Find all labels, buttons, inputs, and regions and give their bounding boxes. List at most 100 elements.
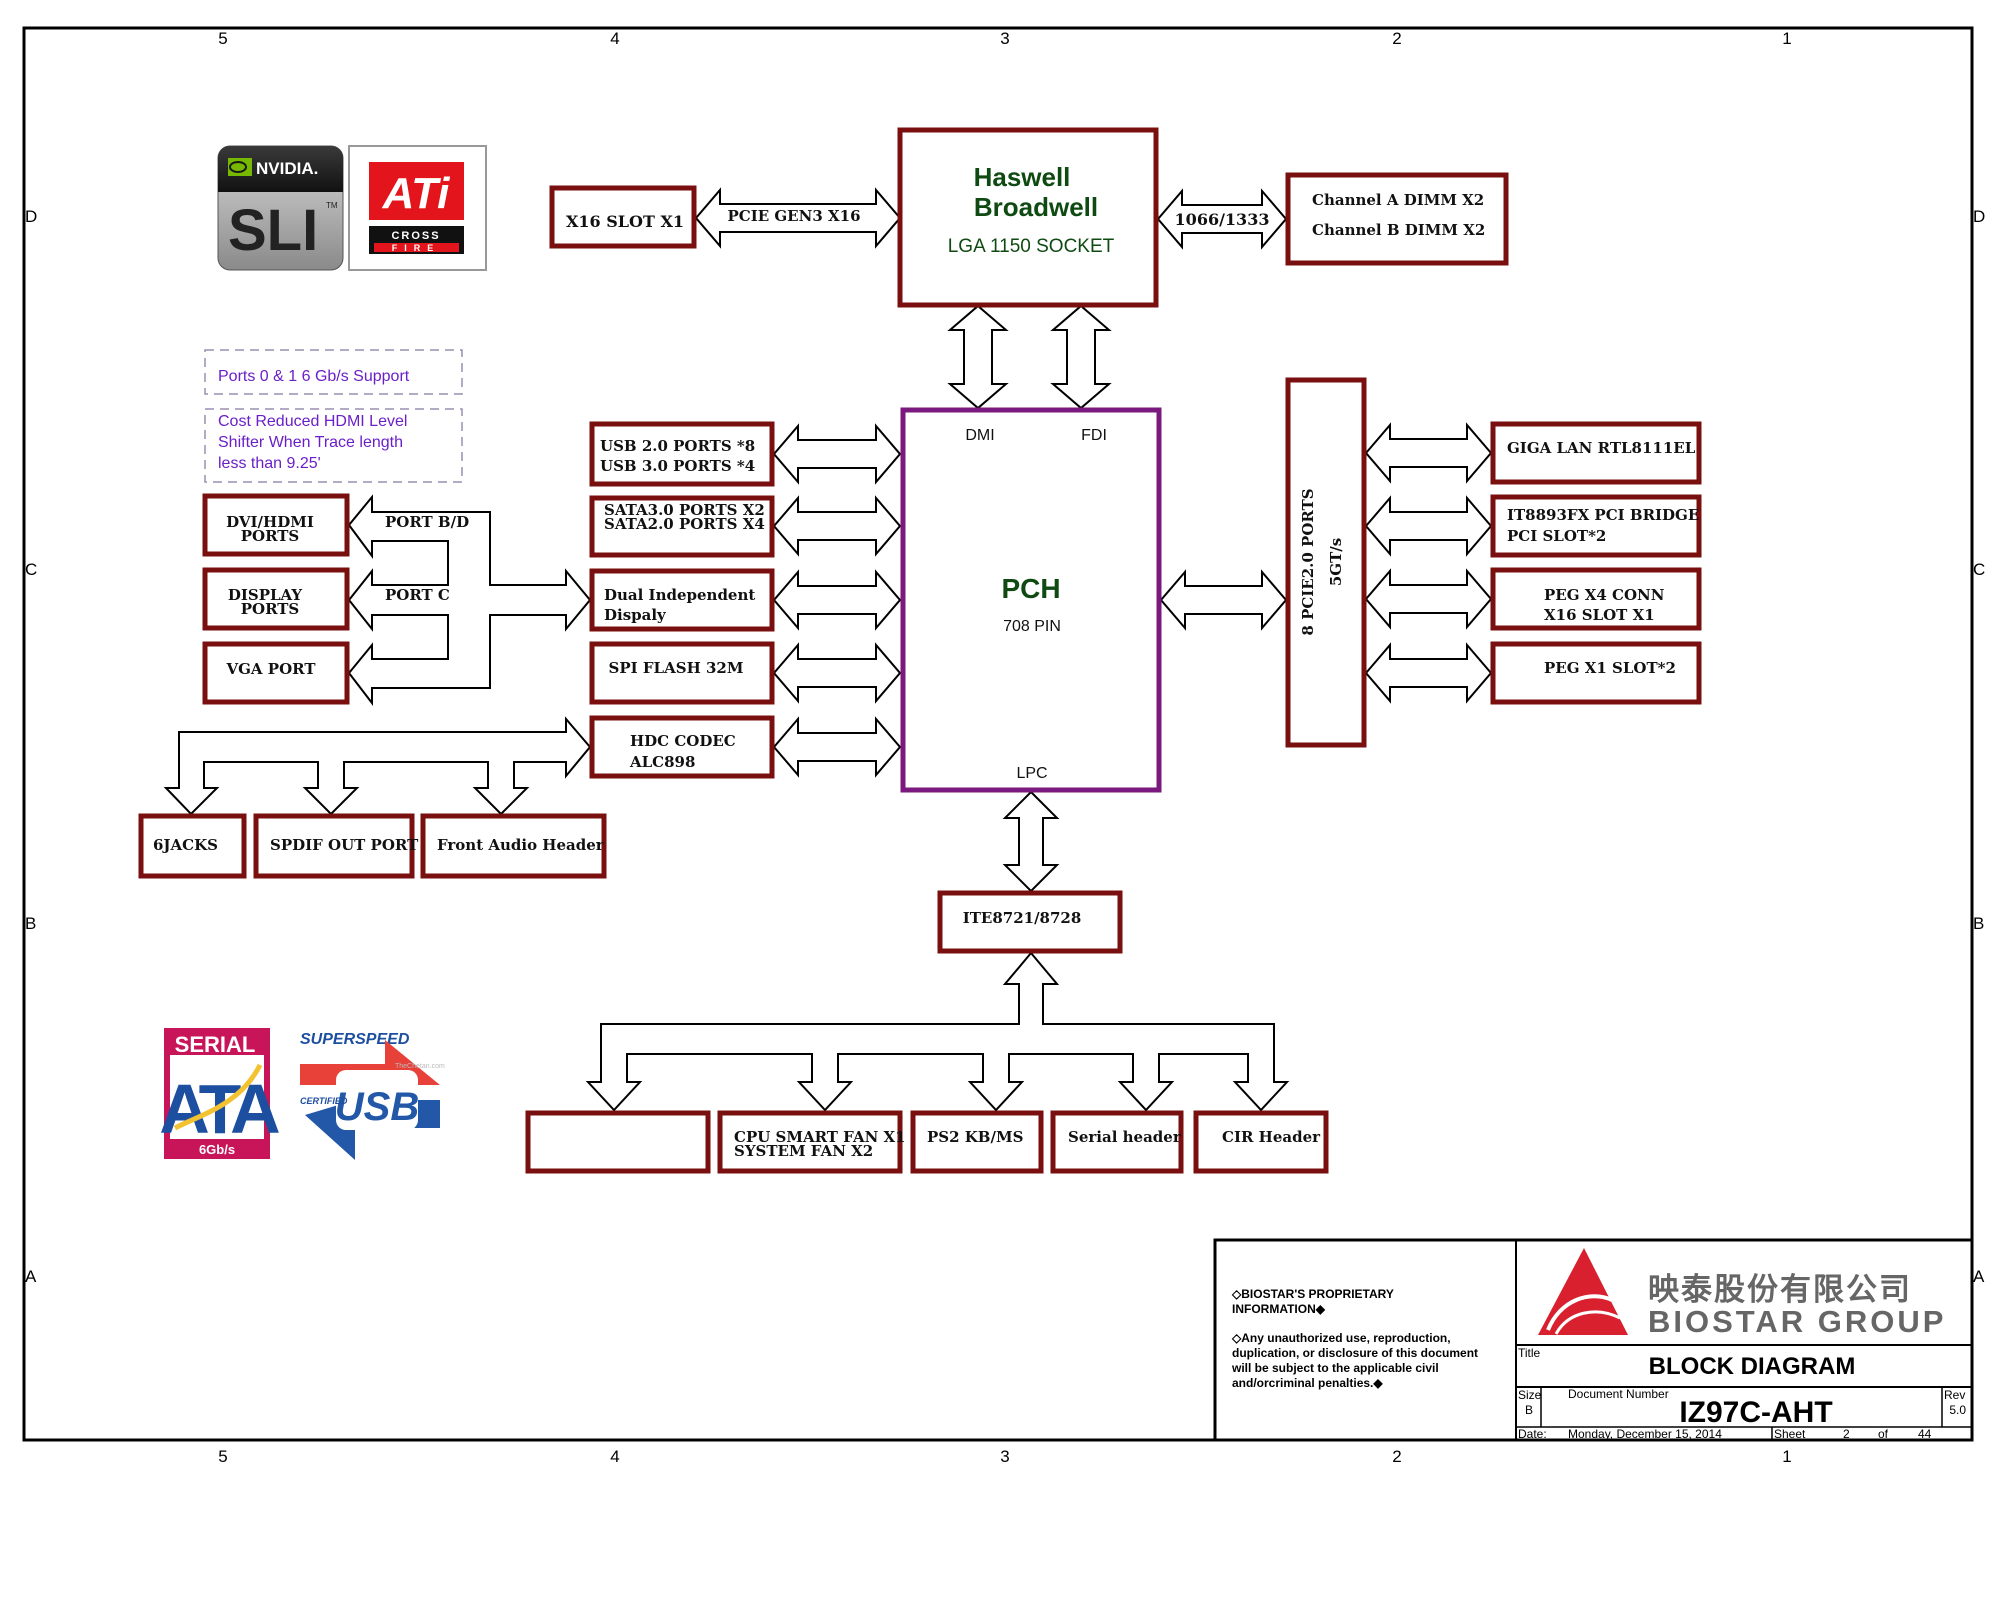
- x16-slot-block[interactable]: X16 SLOT X1: [549, 185, 697, 249]
- pch-fdi-label: FDI: [1081, 427, 1107, 444]
- ruler-col-2: 2: [1392, 29, 1401, 48]
- sata-speed-text: 6Gb/s: [199, 1142, 235, 1157]
- block-line: ALC898: [629, 753, 695, 771]
- ruler-row-b: B: [1973, 914, 1984, 933]
- x16-slot-label: X16 SLOT X1: [566, 212, 684, 231]
- pcie-device-link-arrow: [1364, 642, 1493, 704]
- cpu-block[interactable]: Haswell Broadwell LGA 1150 SOCKET: [897, 127, 1159, 308]
- pcie-device-link-arrow: [1364, 495, 1493, 557]
- port-c-label: PORT C: [385, 586, 450, 604]
- block-line: SPI FLASH 32M: [609, 659, 744, 677]
- ruler-row-a: A: [1973, 1267, 1985, 1286]
- spdif-out-block[interactable]: SPDIF OUT PORT: [253, 813, 419, 879]
- serial-header-block[interactable]: Serial header: [1050, 1110, 1184, 1174]
- crossfire-line2: FIRE: [392, 243, 441, 253]
- block-line: PCI SLOT*2: [1507, 527, 1606, 545]
- usb-ports-block[interactable]: USB 2.0 PORTS *8 USB 3.0 PORTS *4: [589, 421, 775, 487]
- ruler-col-5: 5: [218, 1447, 227, 1466]
- block-line: CIR Header: [1222, 1128, 1321, 1146]
- ruler-col-1: 1: [1782, 29, 1791, 48]
- block-line: DVI/HDMI: [226, 513, 314, 531]
- title-block: ◇BIOSTAR'S PROPRIETARY INFORMATION◆ ◇Any…: [1213, 1238, 1974, 1442]
- block-line: HDC CODEC: [630, 732, 736, 750]
- nvidia-eye-icon: [228, 158, 252, 176]
- block-line: Serial header: [1068, 1128, 1182, 1146]
- hd-codec-block[interactable]: HDC CODEC ALC898: [589, 715, 775, 779]
- block-line: PEG X1 SLOT*2: [1544, 659, 1676, 677]
- block-line: SATA2.0 PORTS X4: [604, 515, 765, 533]
- peg-x4-block[interactable]: PEG X4 CONN X16 SLOT X1: [1490, 567, 1702, 631]
- sata-main-text: ATA: [159, 1070, 279, 1148]
- peg-x1-block[interactable]: PEG X1 SLOT*2: [1490, 641, 1702, 705]
- rev-value: 5.0: [1949, 1403, 1966, 1417]
- front-audio-header-block[interactable]: Front Audio Header: [420, 813, 607, 879]
- pcie-ports-bus[interactable]: 8 PCIE2.0 PORTS 5GT/s: [1285, 377, 1367, 748]
- ruler-row-c: C: [1973, 560, 1985, 579]
- pch-left-link-arrow: [772, 716, 902, 778]
- cir-header-block[interactable]: CIR Header: [1193, 1110, 1329, 1174]
- superio-block[interactable]: ITE8721/8728: [937, 890, 1123, 954]
- block-line: PORTS: [241, 527, 300, 545]
- spi-flash-block[interactable]: SPI FLASH 32M: [589, 641, 775, 705]
- block-line: CPU SMART FAN X1: [734, 1128, 906, 1146]
- nvidia-sli-logo: NVIDIA. SLI TM: [217, 145, 344, 271]
- ruler-left: D C B A: [25, 207, 37, 1286]
- note-hdmi-level-shifter: Cost Reduced HDMI Level Shifter When Tra…: [204, 408, 463, 483]
- giga-lan-block[interactable]: GIGA LAN RTL8111EL: [1490, 421, 1702, 485]
- ati-text: ATi: [382, 169, 451, 218]
- block-line: USB 3.0 PORTS *4: [600, 457, 755, 475]
- fan-control-block[interactable]: CPU SMART FAN X1 SYSTEM FAN X2: [717, 1110, 906, 1174]
- serial-ata-logo: SERIAL ATA 6Gb/s: [159, 1028, 285, 1159]
- block-line: SATA3.0 PORTS X2: [604, 501, 765, 519]
- usb-main-text: USB: [335, 1085, 419, 1129]
- ruler-row-b: B: [25, 914, 36, 933]
- block-line: PEG X4 CONN: [1544, 586, 1665, 604]
- ruler-col-1: 1: [1782, 1447, 1791, 1466]
- document-number: IZ97C-AHT: [1679, 1396, 1832, 1429]
- pch-left-link-arrow: [772, 495, 902, 557]
- ruler-col-5: 5: [218, 29, 227, 48]
- company-name-cn: 映泰股份有限公司: [1648, 1272, 1912, 1307]
- ruler-col-3: 3: [1000, 29, 1009, 48]
- ruler-col-3: 3: [1000, 1447, 1009, 1466]
- vga-port-block[interactable]: VGA PORT: [202, 641, 350, 705]
- ati-crossfire-logo: ATi CROSS FIRE: [348, 145, 487, 271]
- ruler-right: D C B A: [1973, 207, 1985, 1286]
- ruler-col-4: 4: [610, 29, 619, 48]
- block-line: Dispaly: [604, 606, 667, 624]
- pch-lpc-label: LPC: [1016, 765, 1047, 782]
- display-ports-block[interactable]: DISPLAY PORTS: [202, 567, 350, 631]
- block-line: VGA PORT: [225, 660, 316, 678]
- notice-line: ◇Any unauthorized use, reproduction,: [1231, 1331, 1451, 1345]
- date-label: Date:: [1518, 1427, 1547, 1441]
- sheet-total: 44: [1918, 1427, 1932, 1441]
- block-line: 6JACKS: [153, 836, 218, 854]
- dvi-hdmi-ports-block[interactable]: DVI/HDMI PORTS: [202, 493, 350, 557]
- six-jacks-block[interactable]: 6JACKS: [138, 813, 247, 879]
- pcie-bus-line2: 5GT/s: [1327, 538, 1345, 586]
- block-line: IT8893FX PCI BRIDGE: [1507, 506, 1699, 524]
- note-text: less than 9.25': [218, 455, 321, 472]
- dual-display-block[interactable]: Dual Independent Dispaly: [589, 568, 775, 632]
- sata-ports-block[interactable]: SATA3.0 PORTS X2 SATA2.0 PORTS X4: [589, 495, 775, 558]
- block-line: Dual Independent: [604, 586, 755, 604]
- block-line: Front Audio Header: [437, 836, 605, 854]
- pch-left-link-arrow: [772, 642, 902, 704]
- dmi-arrow: [947, 304, 1009, 410]
- note-sata-ports: Ports 0 & 1 6 Gb/s Support: [204, 349, 463, 395]
- notice-line: duplication, or disclosure of this docum…: [1232, 1346, 1478, 1360]
- dimm-block[interactable]: Channel A DIMM X2 Channel B DIMM X2: [1285, 172, 1509, 266]
- usb-superspeed-text: SUPERSPEED: [300, 1031, 410, 1048]
- port-bd-label: PORT B/D: [385, 513, 469, 531]
- pch-block[interactable]: DMI FDI PCH 708 PIN LPC: [900, 407, 1162, 793]
- ruler-row-a: A: [25, 1267, 37, 1286]
- ps2-block[interactable]: PS2 KB/MS: [910, 1110, 1044, 1174]
- usb-watermark: TheChetan.com: [395, 1063, 445, 1070]
- connection-arrows: [163, 187, 1493, 1112]
- memory-speed-label: 1066/1333: [1175, 210, 1270, 229]
- superio-output-blank[interactable]: [525, 1110, 711, 1174]
- dimm-channel-a: Channel A DIMM X2: [1312, 191, 1484, 209]
- sli-text: SLI: [228, 198, 318, 263]
- pci-bridge-block[interactable]: IT8893FX PCI BRIDGE PCI SLOT*2: [1490, 494, 1702, 558]
- usb-certified-text: CERTIFIED: [300, 1096, 348, 1106]
